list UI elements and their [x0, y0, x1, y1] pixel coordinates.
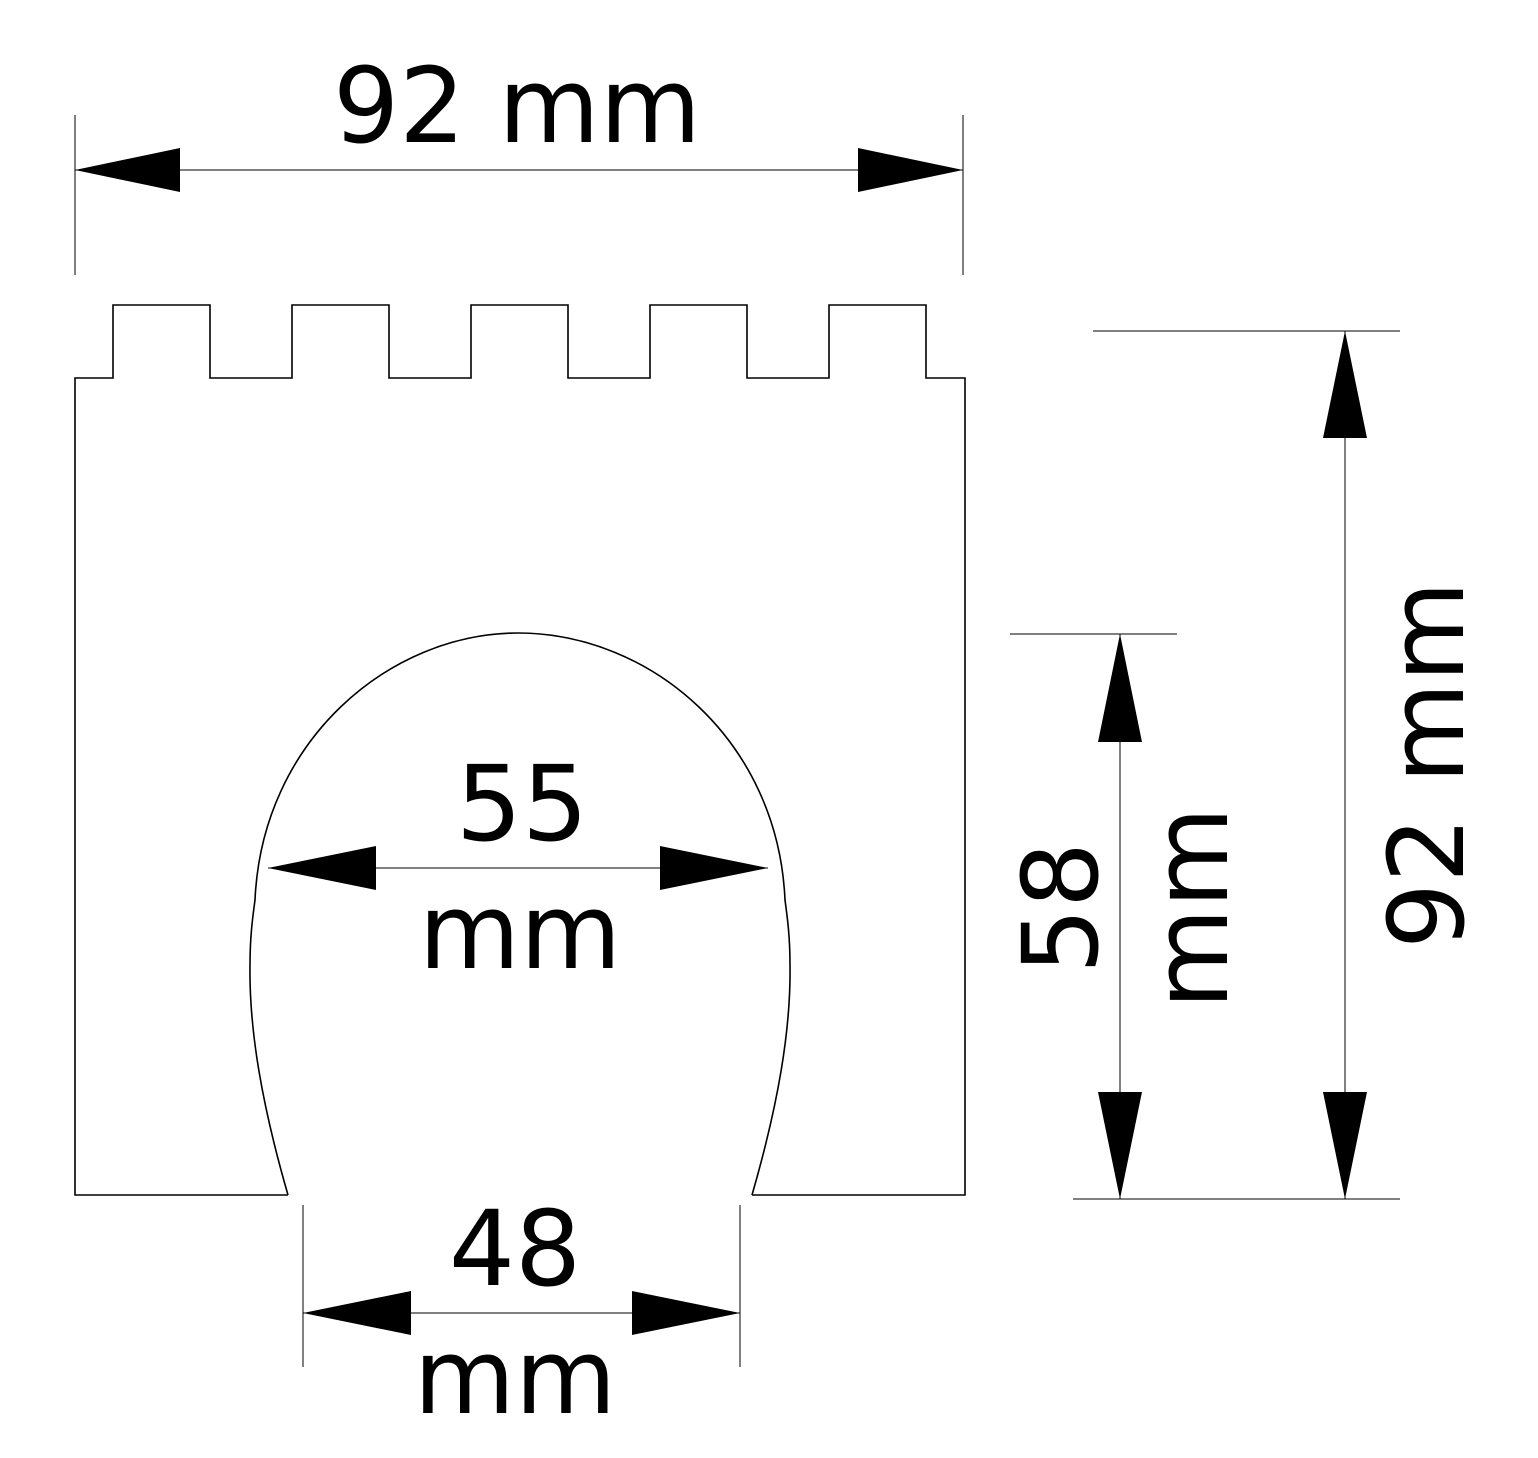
- overall-height-label: 92 mm: [1366, 581, 1488, 949]
- arrow-right-icon: [858, 148, 963, 192]
- arch-height-value: 58: [1000, 842, 1122, 974]
- arrow-down-icon: [1098, 1092, 1142, 1199]
- arrow-up-icon: [1098, 634, 1142, 742]
- arch-width-dimension: 55 mm: [268, 743, 768, 993]
- arch-base-dimension: 48 mm: [302, 1188, 741, 1438]
- arrow-down-icon: [1323, 1092, 1367, 1199]
- arch-height-unit: mm: [1130, 807, 1252, 1010]
- castle-wall-outline: [74, 304, 966, 1196]
- arrow-up-icon: [1323, 331, 1367, 438]
- arch-width-unit: mm: [419, 871, 622, 993]
- top-width-label: 92 mm: [333, 45, 701, 167]
- arrow-left-icon: [268, 846, 376, 890]
- overall-height-dimension: 92 mm: [1093, 330, 1488, 1199]
- arch-width-value: 55: [456, 743, 588, 865]
- arrow-right-icon: [632, 1291, 740, 1335]
- arch-opening: [249, 632, 791, 1196]
- arrow-left-icon: [303, 1291, 411, 1335]
- arch-base-unit: mm: [414, 1316, 617, 1438]
- arrow-right-icon: [660, 846, 768, 890]
- arch-base-value: 48: [449, 1188, 581, 1310]
- arrow-left-icon: [75, 148, 180, 192]
- arch-height-dimension: 58 mm: [1000, 633, 1400, 1200]
- top-width-dimension: 92 mm: [74, 45, 964, 275]
